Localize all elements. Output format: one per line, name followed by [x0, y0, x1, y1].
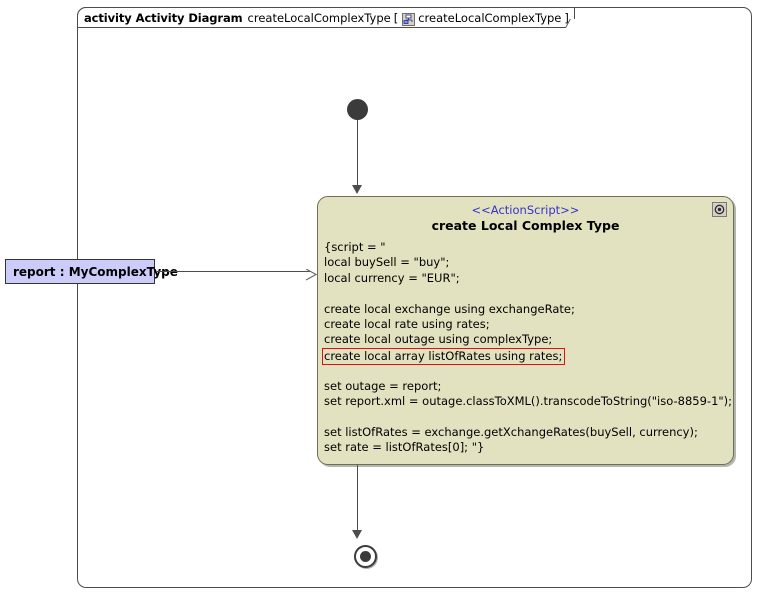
action-stereotype-label: <<ActionScript>>	[471, 203, 580, 217]
control-flow-final-arrowhead	[352, 530, 362, 539]
object-node-report[interactable]: report : MyComplexType	[5, 259, 178, 284]
script-line	[324, 286, 733, 301]
script-line-highlighted[interactable]: create local array listOfRates using rat…	[322, 347, 566, 365]
action-script-body: {script = "local buySell = "buy";local c…	[318, 240, 733, 455]
script-line: set rate = listOfRates[0]; "}	[324, 440, 485, 455]
initial-node[interactable]	[347, 99, 368, 120]
script-line: local buySell = "buy";	[324, 255, 450, 270]
script-line: create local outage using complexType;	[324, 332, 553, 347]
diagram-title-tab[interactable]: activity Activity Diagram createLocalCom…	[77, 7, 575, 28]
object-flow-arrowhead	[305, 266, 318, 281]
script-line: create local rate using rates;	[324, 316, 490, 331]
bracket-close: ]	[564, 10, 569, 25]
action-node-create-local-complex-type[interactable]: <<ActionScript>> create Local Complex Ty…	[317, 196, 734, 465]
script-line	[324, 363, 733, 378]
bracket-open: [	[393, 10, 399, 25]
script-line: local currency = "EUR";	[324, 270, 460, 285]
diagram-name-label: createLocalComplexType	[247, 10, 391, 25]
diagram-type-label: Activity Diagram	[135, 10, 243, 25]
script-line: create local array listOfRates using rat…	[322, 347, 733, 365]
script-line: set outage = report;	[324, 378, 442, 393]
control-flow-action-to-final[interactable]	[357, 465, 358, 532]
script-line: {script = "	[324, 240, 386, 254]
action-title-label: create Local Complex Type	[431, 218, 620, 233]
classifier-icon	[402, 11, 416, 26]
script-line: set listOfRates = exchange.getXchangeRat…	[324, 424, 698, 439]
control-flow-initial-arrowhead	[352, 185, 362, 194]
control-flow-initial-to-action[interactable]	[357, 120, 358, 187]
classifier-name-label: createLocalComplexType	[418, 10, 562, 25]
script-line: create local exchange using exchangeRate…	[324, 301, 575, 316]
activity-final-node[interactable]	[354, 545, 377, 568]
object-flow-report-to-action[interactable]	[156, 271, 311, 272]
script-line	[324, 409, 733, 424]
gear-icon[interactable]	[712, 202, 727, 217]
object-node-label: report : MyComplexType	[13, 264, 178, 279]
diagram-kind-label: activity	[84, 10, 132, 25]
script-line: set report.xml = outage.classToXML().tra…	[324, 393, 733, 408]
